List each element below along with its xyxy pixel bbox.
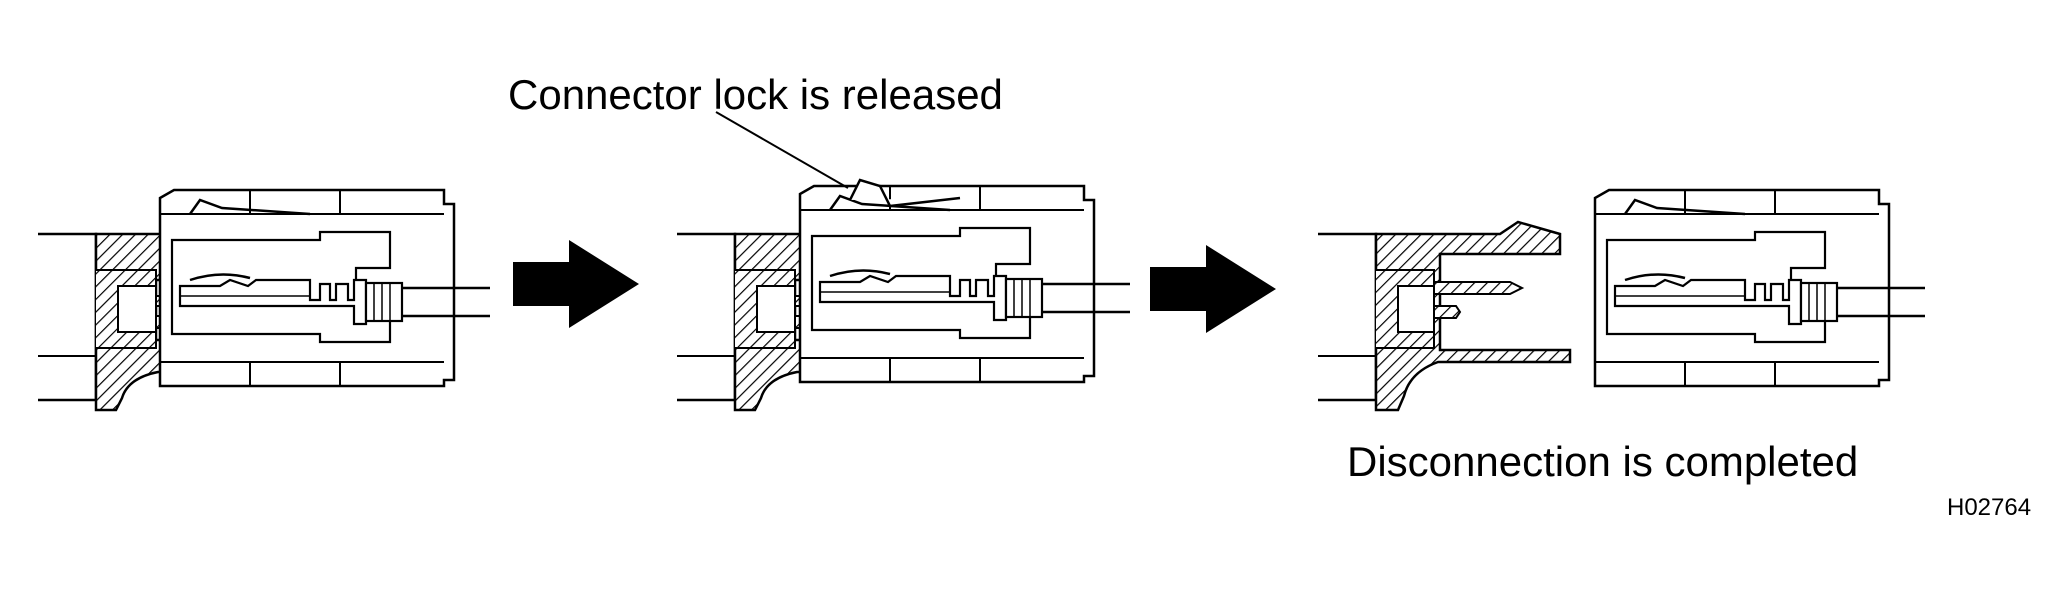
arrow-2-icon: [1150, 245, 1276, 333]
lock-leader-line: [715, 111, 849, 189]
arrow-1-icon: [513, 240, 639, 328]
step-disconnected: [1318, 188, 1927, 412]
disconnection-completed-label: Disconnection is completed: [1347, 438, 1859, 485]
figure-id-label: H02764: [1947, 494, 2032, 521]
released-lock-arm: [848, 178, 961, 208]
step-lock-released: [675, 178, 1132, 412]
lock-released-label: Connector lock is released: [508, 71, 1003, 118]
female-connector-separated: [1318, 220, 1572, 412]
male-connector-separated: [1593, 188, 1927, 388]
step-connected: [36, 188, 492, 412]
